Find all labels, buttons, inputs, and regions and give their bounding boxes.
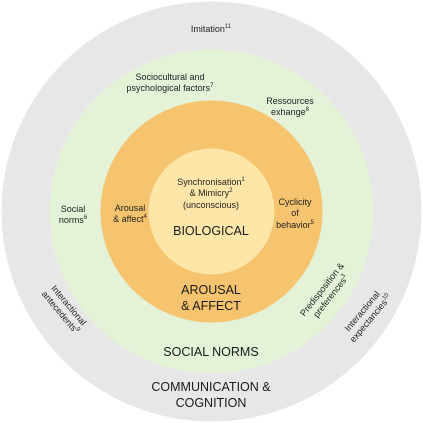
ring-title-communication-cognition: COMMUNICATION & COGNITION (151, 380, 271, 410)
core-biological (148, 148, 275, 275)
label-imitation: Imitation11 (190, 24, 232, 34)
ring-title-social-norms: SOCIAL NORMS (163, 345, 259, 359)
label-social-norms: Social norms6 (58, 204, 88, 226)
label-synchronisation-mimicry: Synchronisation1 & Mimicry2 (unconscious… (177, 177, 245, 210)
label-arousal-affect: Arousal & affect4 (113, 203, 147, 225)
label-cyclicity-behavior: Cyclicity of behavior5 (276, 197, 314, 230)
ring-title-biological: BIOLOGICAL (173, 224, 249, 238)
ring-title-arousal-affect: AROUSAL & AFFECT (181, 283, 241, 313)
label-sociocultural-factors: Sociocultural and psychological factors7 (126, 72, 214, 94)
label-ressources-exchange: Ressources exhange8 (266, 96, 314, 118)
